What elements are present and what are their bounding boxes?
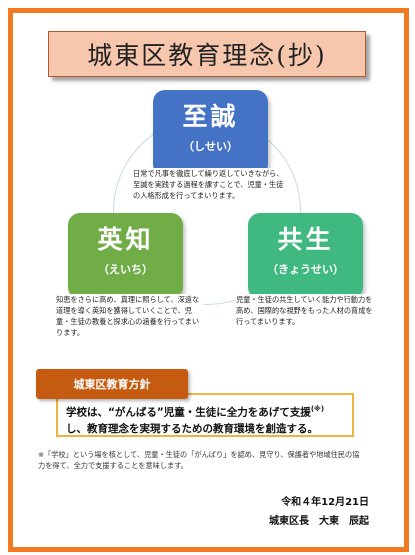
signature: 城東区長 大東 辰起: [269, 516, 369, 527]
policy-note-mark: (※): [310, 405, 325, 413]
policy-statement: 学校は、“がんばる”児童・生徒に全力をあげて支援(※) し、教育理念を実現するた…: [56, 393, 354, 437]
policy-line-1: 学校は、“がんばる”児童・生徒に全力をあげて支援: [66, 406, 311, 419]
policy-label: 城東区教育方針: [36, 369, 188, 399]
pillar-eichi-reading: （えいち）: [98, 263, 153, 276]
issue-date: 令和４年12月21日: [281, 497, 369, 508]
pillar-eichi-name: 英知: [97, 225, 154, 254]
policy-line-2: し、教育理念を実現するための教育環境を創造する。: [66, 422, 318, 435]
page-border: [8, 8, 409, 552]
pillar-eichi: 英知 （えいち）: [68, 213, 183, 299]
pillar-shisei: 至誠 （しせい）: [153, 90, 268, 176]
footnote: ※「学校」という場を核として、児童・生徒の「がんばり」を認め、見守り、保護者や地…: [38, 450, 360, 470]
pillar-kyousei-reading: （きょうせい）: [267, 263, 344, 276]
pillar-shisei-name: 至誠: [182, 102, 239, 131]
pillar-eichi-description: 知恵をさらに高め、真理に照らして、深遠な道理を導く英知を獲得していくことで、児童…: [56, 294, 203, 338]
pillar-kyousei: 共生 （きょうせい）: [248, 213, 363, 299]
pillar-kyousei-description: 児童・生徒の共生していく能力や行動力を高め、国際的な視野をもった人材の育成を行っ…: [236, 294, 376, 327]
pillar-shisei-description: 日常で凡事を徹底して繰り返していきながら、至誠を実践する過程を課すことで、児童・…: [133, 168, 288, 201]
pillar-shisei-reading: （しせい）: [183, 140, 238, 153]
page-title: 城東区教育理念(抄): [48, 31, 366, 77]
pillar-kyousei-name: 共生: [277, 225, 334, 254]
